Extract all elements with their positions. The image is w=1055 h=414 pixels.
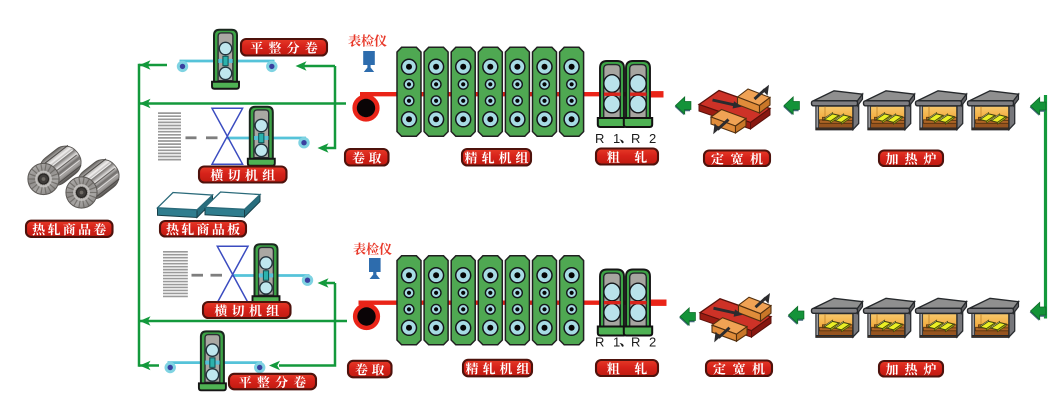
svg-text:R 2: R 2	[631, 131, 659, 146]
svg-text:R 2: R 2	[631, 335, 659, 350]
svg-text:R 1: R 1	[595, 335, 623, 350]
svg-text:R 1: R 1	[595, 131, 623, 146]
